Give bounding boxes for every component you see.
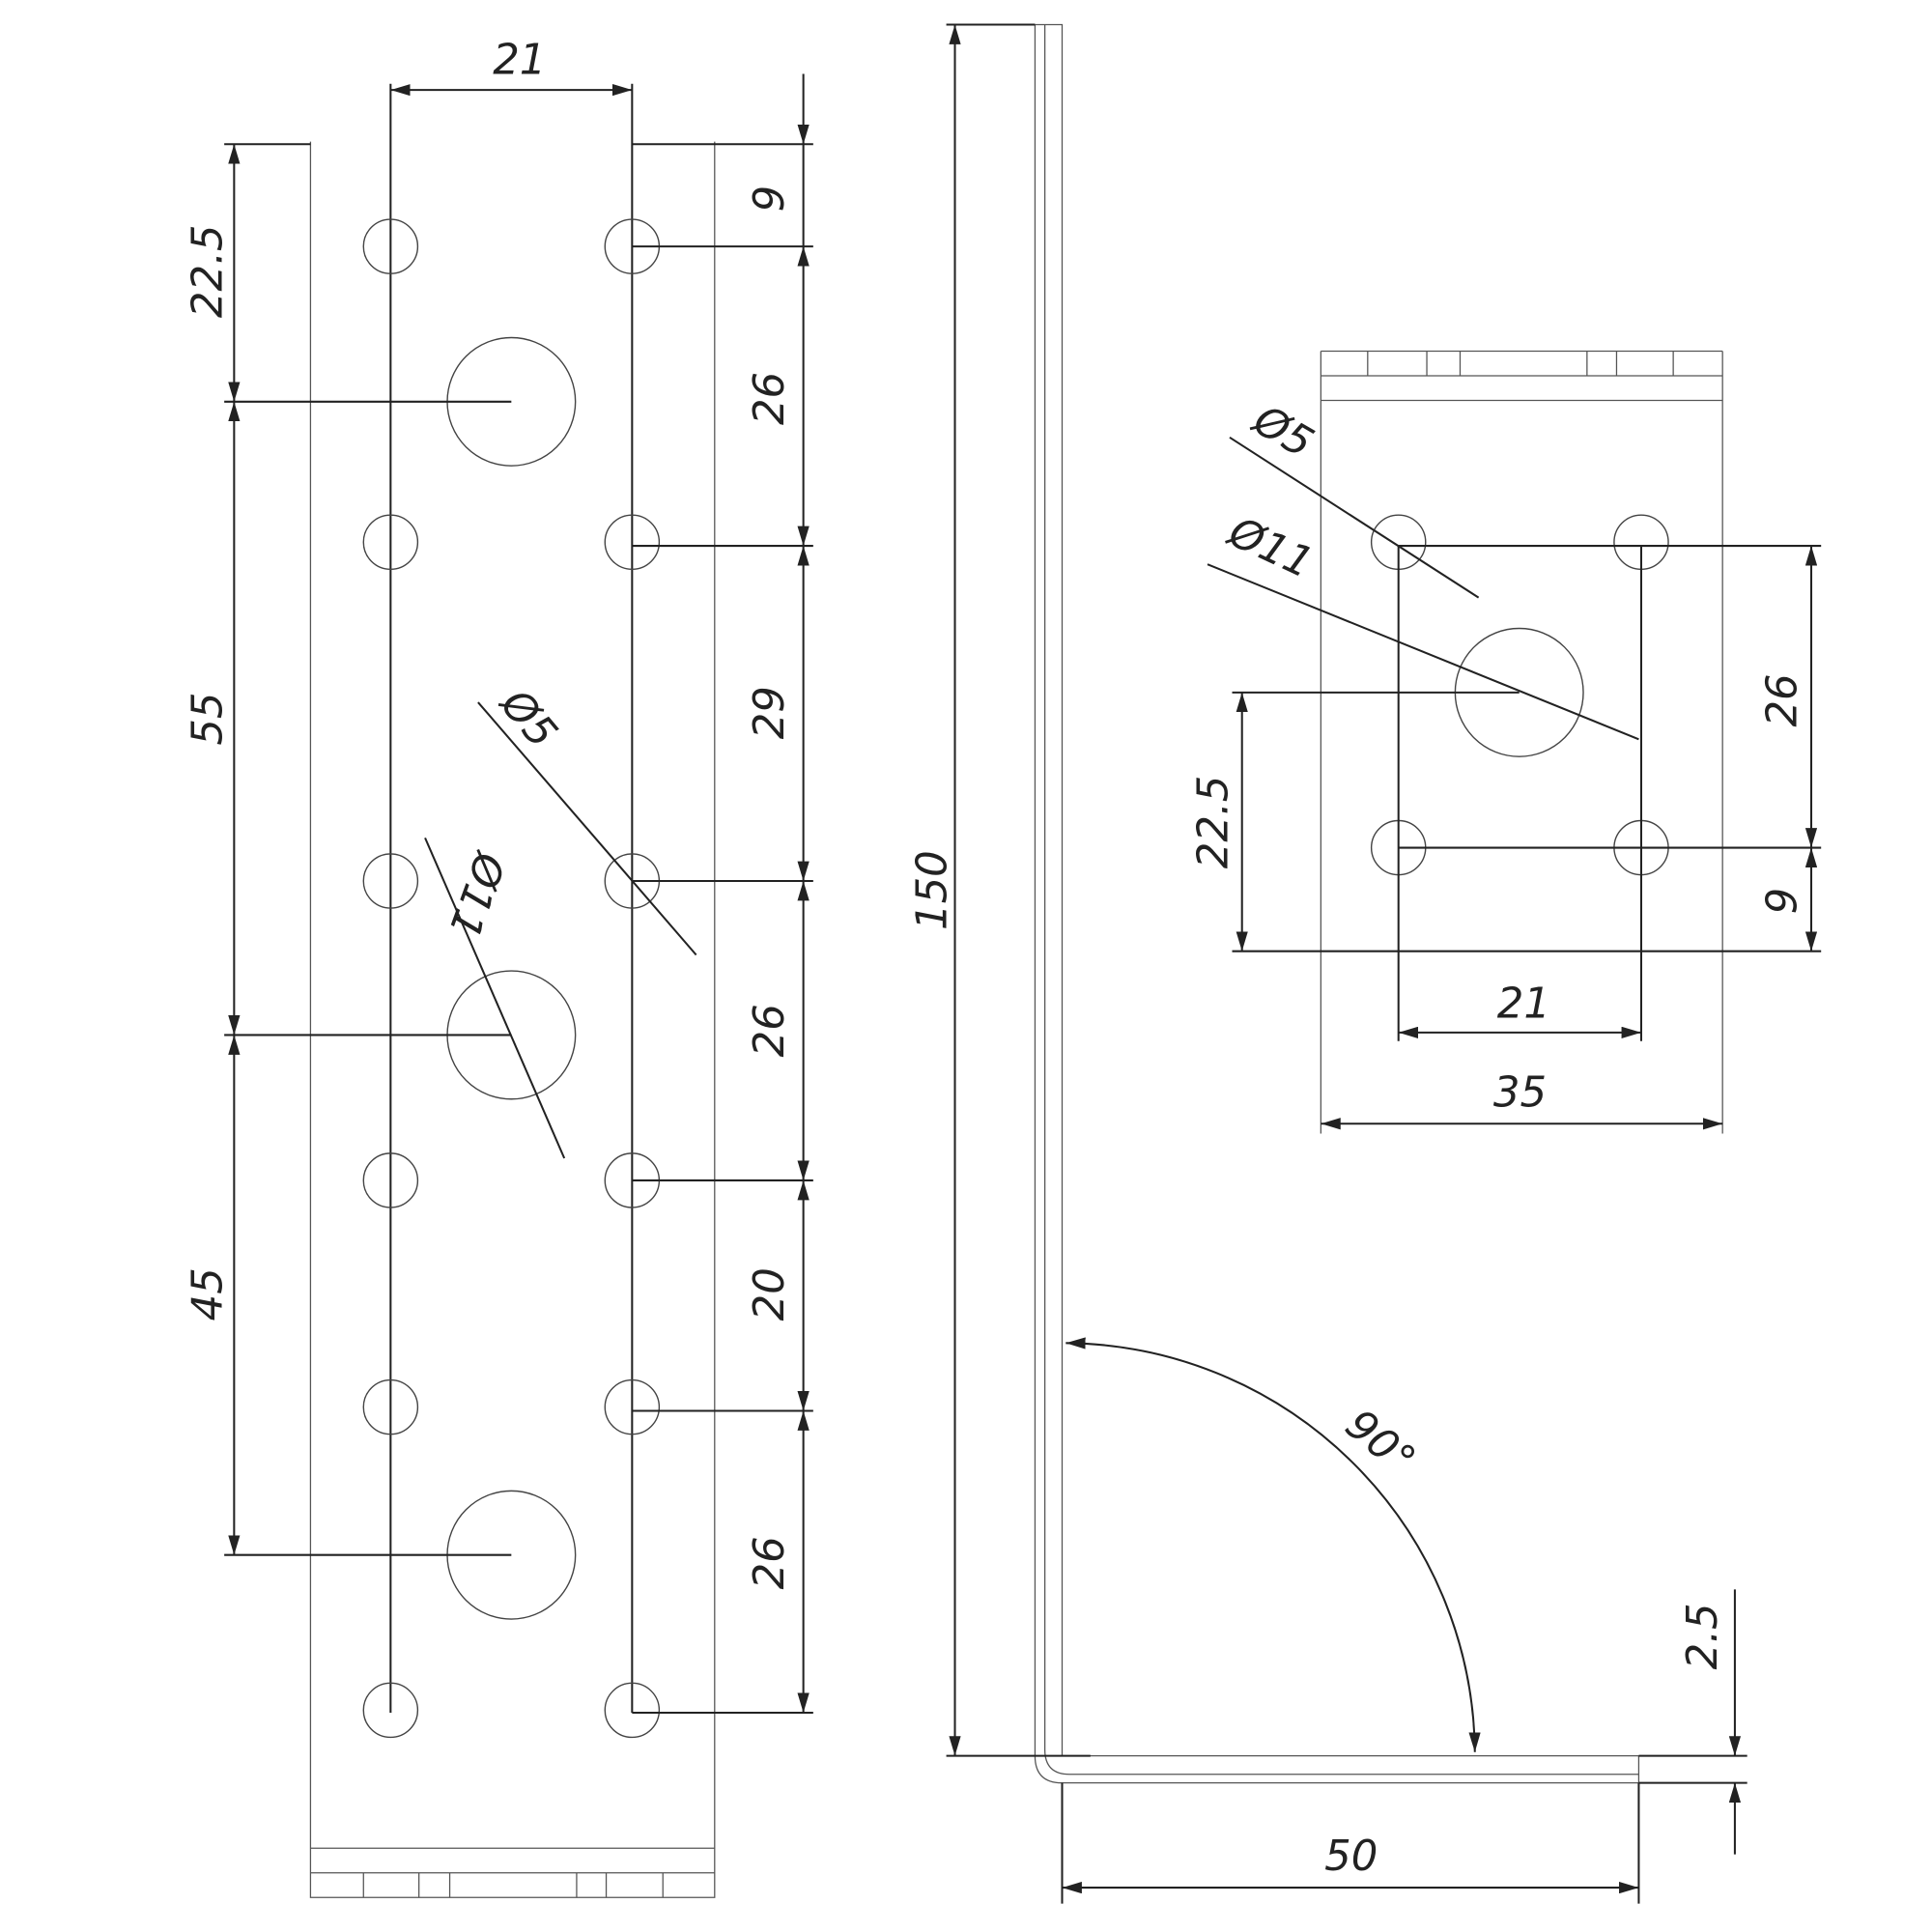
dim-right-1: 9 (746, 185, 794, 213)
dim-left-1: 22.5 (185, 225, 233, 319)
dim-right-4: 26 (746, 1004, 794, 1057)
label-hole-small-top: Ø5 (1243, 395, 1321, 468)
dim-top-spacing: 21 (493, 37, 546, 85)
dim-right-2: 26 (746, 372, 794, 425)
dim-left-2: 55 (185, 692, 233, 745)
dim-spacing-21: 21 (1497, 980, 1550, 1029)
dim-thickness: 2.5 (1679, 1603, 1727, 1669)
label-hole-small: Ø5 (490, 679, 566, 757)
dim-right-5: 20 (746, 1267, 794, 1321)
side-view: 150 90° 50 2.5 (909, 23, 1747, 1904)
dim-vert-26: 26 (1759, 673, 1807, 726)
top-view: 26 9 22.5 21 35 Ø5 Ø11 (1189, 350, 1822, 1134)
dim-left-22-5: 22.5 (1189, 776, 1237, 869)
dim-right-6: 26 (746, 1536, 794, 1589)
dim-angle: 90° (1336, 1401, 1424, 1486)
dim-height: 150 (909, 850, 957, 930)
dim-width-35: 35 (1493, 1068, 1547, 1117)
dim-length: 50 (1324, 1833, 1378, 1881)
dim-right-3: 29 (746, 686, 794, 739)
front-view: 21 9 26 29 26 20 26 22.5 55 45 Ø5 Ø11 (185, 37, 813, 1898)
dim-vert-9: 9 (1759, 888, 1807, 915)
dim-left-3: 45 (185, 1267, 233, 1321)
